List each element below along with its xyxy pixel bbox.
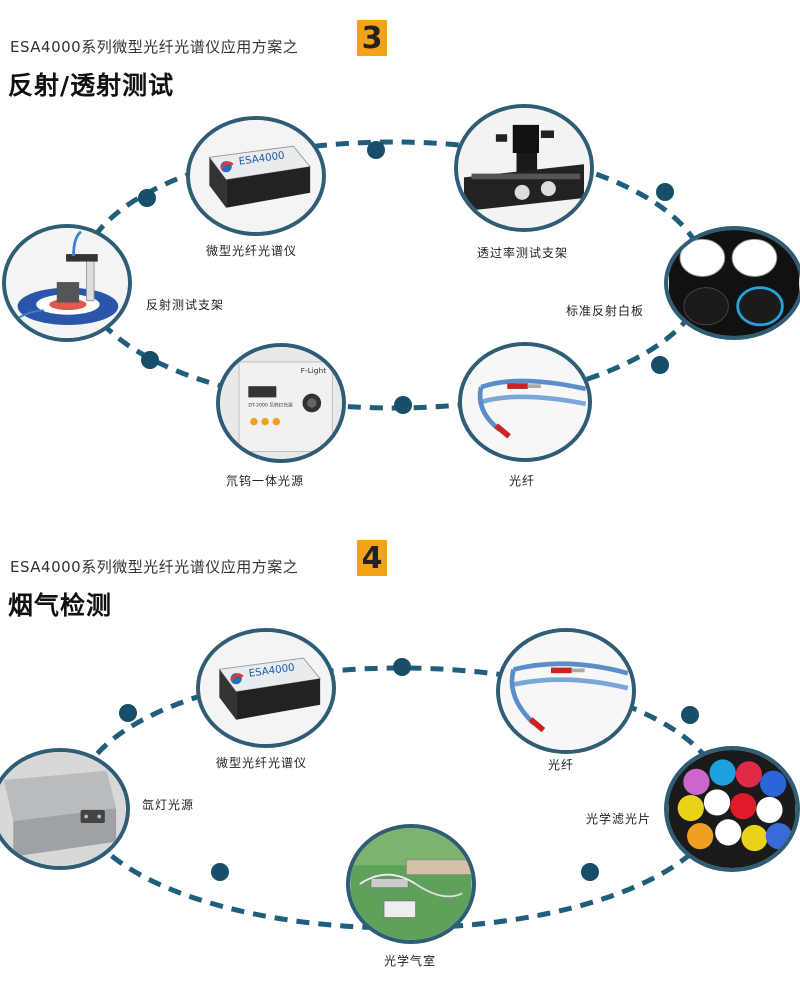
label-transmission-stand: 透过率测试支架 (477, 246, 569, 260)
node-spectrometer[interactable]: ESA4000 (196, 628, 336, 748)
lamp-panel-text: DT-2000 氘钨灯光源 (248, 402, 293, 409)
label-xenon-lamp: 氙灯光源 (142, 798, 195, 812)
color-filters-icon (668, 750, 796, 868)
node-filters[interactable] (664, 746, 800, 872)
ring-dot (138, 189, 156, 207)
optical-fiber-icon (500, 632, 632, 750)
light-source-icon: F-Light DT-2000 氘钨灯光源 (220, 347, 342, 459)
node-fiber[interactable] (496, 628, 636, 754)
label-spectrometer: 微型光纤光谱仪 (216, 756, 308, 770)
node-reflection-stand[interactable] (2, 224, 132, 342)
node-white-board[interactable] (664, 226, 800, 340)
label-fiber: 光纤 (548, 758, 575, 772)
ring-dots (119, 658, 699, 881)
ring-dot (681, 706, 699, 724)
label-filters: 光学滤光片 (586, 812, 652, 826)
ring-dot (211, 863, 229, 881)
section-heading: 烟气检测 (8, 591, 113, 620)
label-spectrometer: 微型光纤光谱仪 (206, 244, 298, 258)
ring-dot (119, 704, 137, 722)
section-subtitle: ESA4000系列微型光纤光谱仪应用方案之 (10, 558, 299, 576)
ring-dot (367, 141, 385, 159)
transmission-stand-icon (458, 108, 590, 228)
section-heading: 反射/透射测试 (8, 71, 175, 100)
node-light-source[interactable]: F-Light DT-2000 氘钨灯光源 (216, 343, 346, 463)
ring-dots (138, 141, 674, 414)
ring-dot (141, 351, 159, 369)
ring-dot (394, 396, 412, 414)
node-xenon-lamp[interactable] (0, 748, 130, 870)
node-spectrometer[interactable]: ESA4000 (186, 116, 326, 236)
section-flue-gas: ESA4000系列微型光纤光谱仪应用方案之 4 烟气检测 ESA4000 微型光… (0, 520, 800, 983)
label-fiber: 光纤 (509, 474, 536, 488)
label-white-board: 标准反射白板 (566, 304, 645, 318)
node-gas-cell[interactable] (346, 824, 476, 944)
gas-cell-icon (350, 828, 472, 940)
label-gas-cell: 光学气室 (384, 954, 437, 968)
spectrometer-device-icon: ESA4000 (190, 120, 322, 232)
ring-dot (581, 863, 599, 881)
section-reflection-transmission: ESA4000系列微型光纤光谱仪应用方案之 3 反射/透射测试 ESA4000 … (2, 20, 800, 488)
section-number-badge: 4 (357, 540, 387, 576)
reflectance-board-icon (668, 230, 800, 336)
lamp-brand: F-Light (301, 366, 327, 375)
reflection-stand-icon (6, 228, 128, 338)
ring-dot (393, 658, 411, 676)
spectrometer-device-icon: ESA4000 (200, 632, 332, 744)
node-transmission-stand[interactable] (454, 104, 594, 232)
section-number-badge: 3 (357, 20, 387, 56)
xenon-lamp-icon (0, 752, 126, 866)
ring-dot (651, 356, 669, 374)
label-reflection-stand: 反射测试支架 (146, 298, 225, 312)
node-fiber[interactable] (458, 342, 592, 462)
optical-fiber-icon (462, 346, 588, 458)
label-light-source: 氘钨一体光源 (226, 474, 305, 488)
ring-dot (656, 183, 674, 201)
section-subtitle: ESA4000系列微型光纤光谱仪应用方案之 (10, 38, 299, 56)
